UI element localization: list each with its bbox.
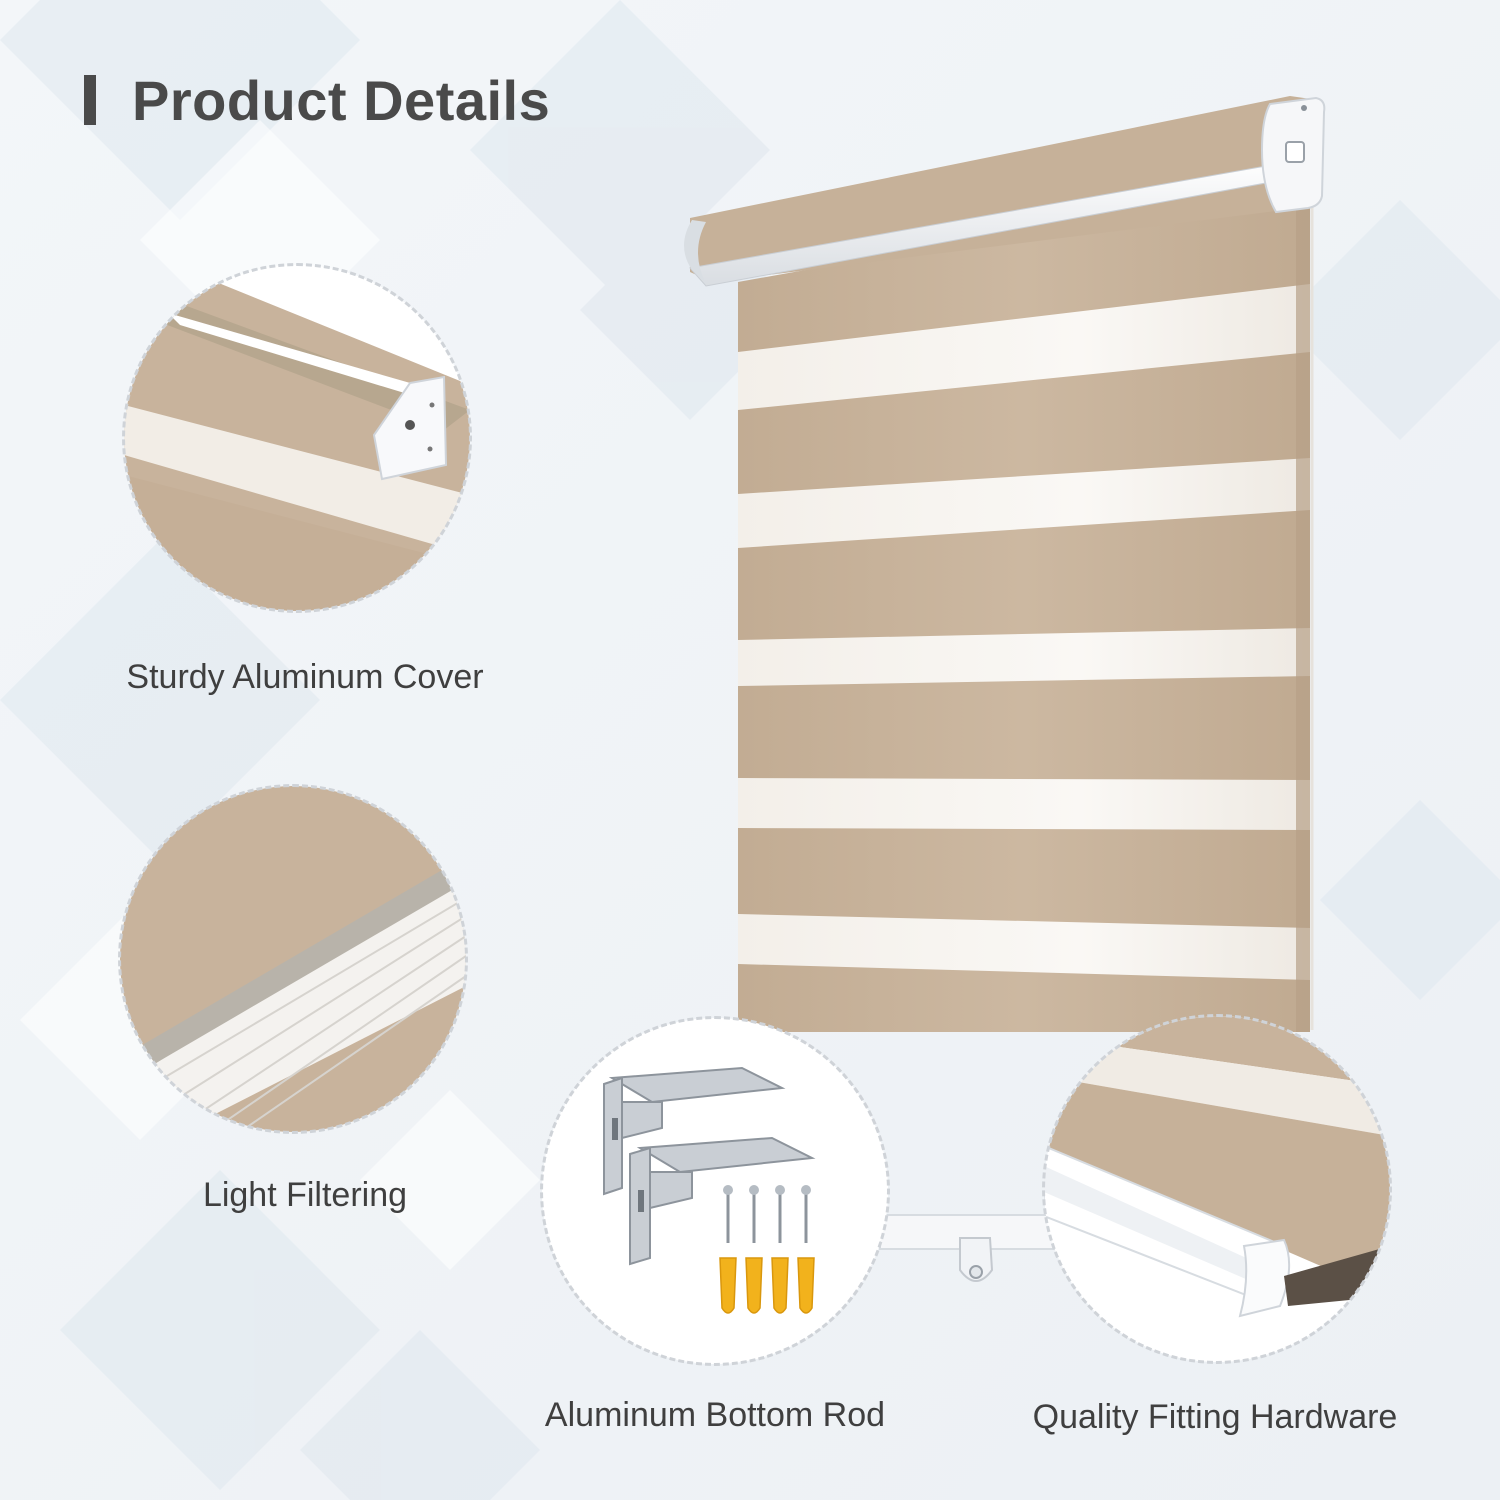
fabric-closeup-icon bbox=[120, 786, 466, 1132]
feature-label-aluminum-cover: Sturdy Aluminum Cover bbox=[126, 658, 484, 696]
page-title: Product Details bbox=[84, 68, 551, 132]
mounting-hardware-closeup-icon bbox=[542, 1018, 888, 1364]
bottom-rod-closeup-icon bbox=[1044, 1016, 1390, 1362]
page-title-text: Product Details bbox=[132, 68, 551, 132]
aluminum-cover-closeup-icon bbox=[124, 265, 470, 611]
title-accent-bar bbox=[84, 75, 96, 125]
feature-label-light-filtering: Light Filtering bbox=[202, 1176, 408, 1214]
feature-label-bottom-rod: Aluminum Bottom Rod bbox=[544, 1396, 886, 1434]
feature-label-fitting-hardware: Quality Fitting Hardware bbox=[1032, 1398, 1398, 1436]
